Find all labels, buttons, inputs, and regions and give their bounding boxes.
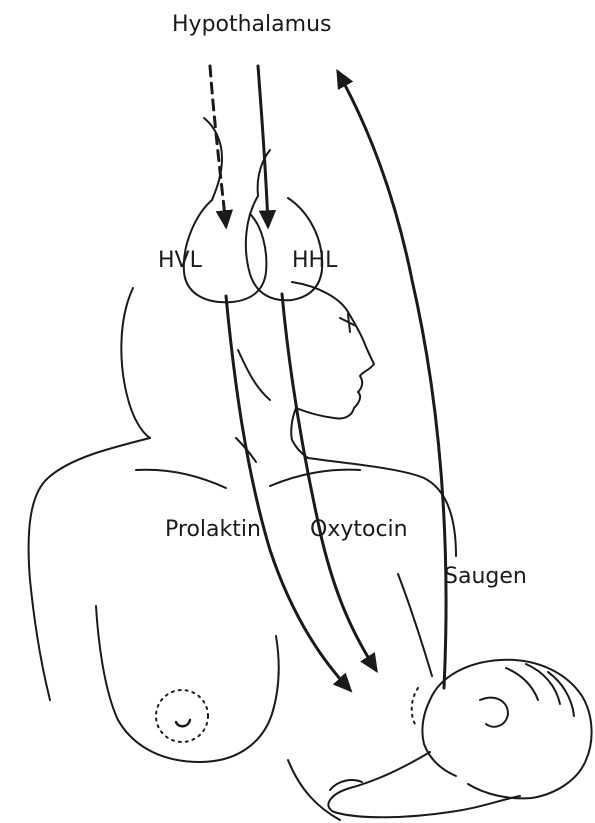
mother-outline [29,282,456,820]
arrow-hypothalamus-to-hvl [210,66,226,226]
infant-head [430,660,592,799]
mother-collarbone-right [270,470,360,486]
mother-right-breast [398,574,432,676]
hormone-pathways [210,66,446,690]
hhl-label: HHL [292,250,337,272]
hvl-label: HVL [158,250,202,272]
mother-left-breast [96,606,279,762]
mother-left-shoulder [29,438,150,700]
infant-outline [328,660,591,817]
oxytocin-label: Oxytocin [310,519,408,541]
infant-ear [480,698,508,727]
mother-collarbone-left [136,470,226,488]
pituitary-gland [184,118,322,302]
mother-neck-back [238,350,270,400]
infant-arm [328,752,520,817]
infant-hair [506,664,574,716]
arrow-saugen [338,72,446,688]
hypothalamus-label: Hypothalamus [172,14,331,36]
arrow-hypothalamus-to-hhl [258,66,268,226]
areola-right [412,688,418,726]
infant-face [422,700,456,776]
prolaktin-label: Prolaktin [165,519,261,541]
mother-head-back [121,288,150,438]
mother-face-profile [292,282,374,419]
areola-left [156,690,208,742]
saugen-label: Saugen [444,566,527,588]
